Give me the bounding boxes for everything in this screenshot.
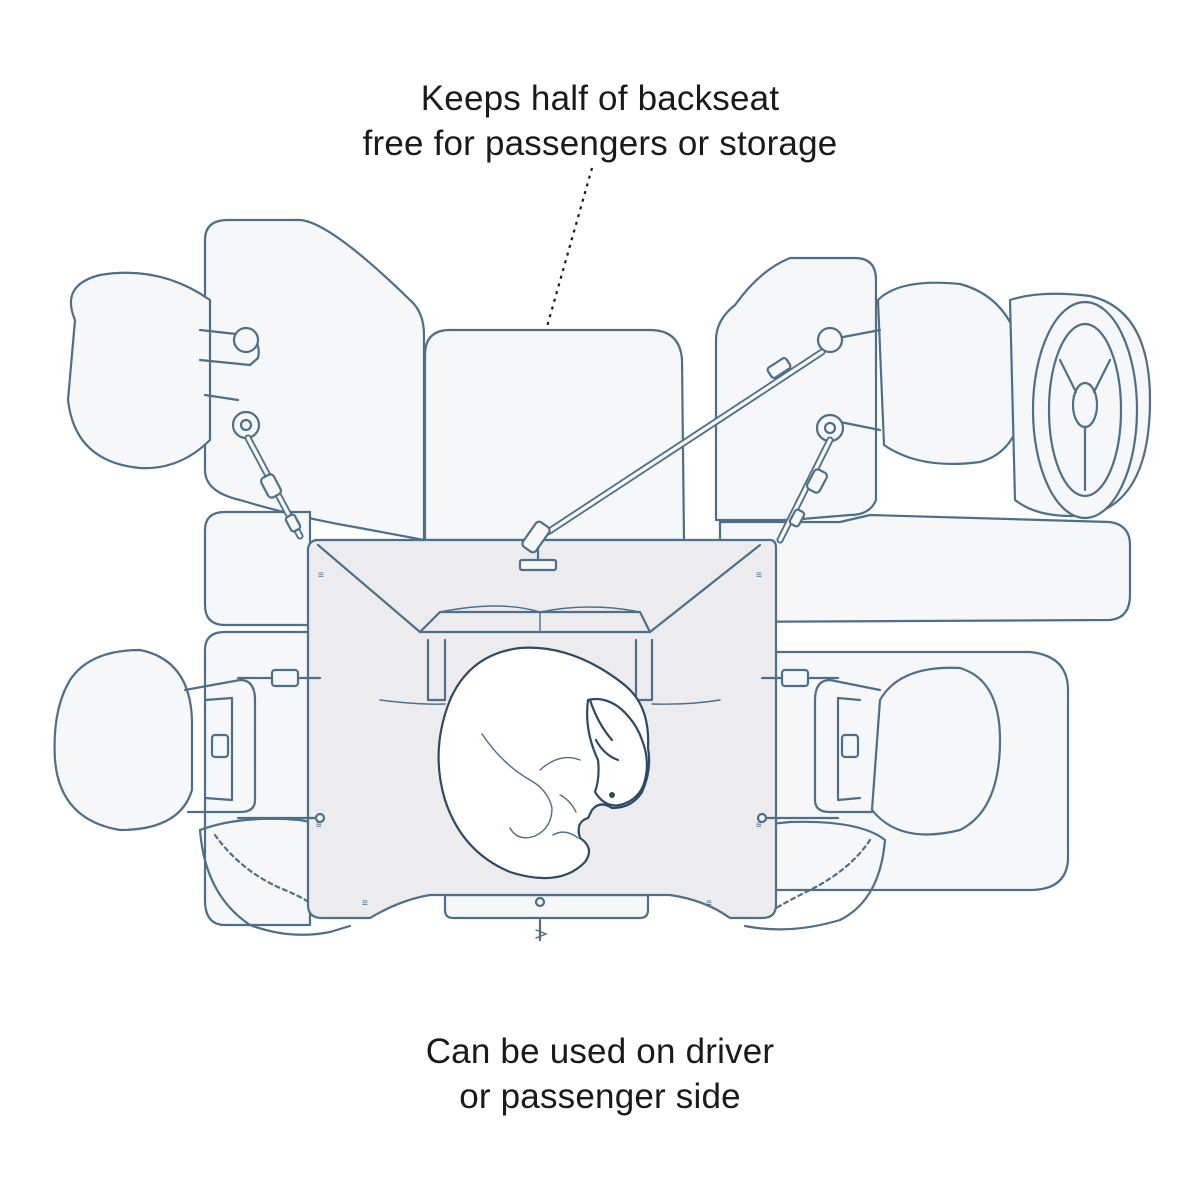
side-flap-right	[743, 820, 887, 931]
side-clips	[236, 668, 840, 942]
top-caption: Keeps half of backseat free for passenge…	[0, 76, 1200, 166]
top-caption-line-1: Keeps half of backseat	[420, 79, 780, 118]
bottom-caption: Can be used on driver or passenger side	[0, 1029, 1200, 1119]
right-front-headrest	[876, 281, 1027, 466]
bottom-caption-line-1: Can be used on driver	[425, 1032, 775, 1071]
svg-text:≡: ≡	[362, 898, 368, 909]
cover-bottom-pocket	[443, 893, 650, 920]
steering-wheel-icon	[1008, 292, 1152, 520]
svg-text:≡: ≡	[756, 820, 762, 831]
left-front-headrest	[66, 271, 212, 470]
backseat-free-half	[423, 328, 686, 542]
top-caption-line-2: free for passengers or storage	[362, 124, 838, 163]
svg-text:≡: ≡	[706, 898, 712, 909]
right-front-seat	[714, 256, 1027, 522]
sleeping-dog-illustration	[437, 646, 651, 880]
left-front-seat	[66, 218, 426, 542]
svg-text:≡: ≡	[318, 570, 324, 581]
headrest-straps	[244, 348, 834, 572]
rear-right-headrest	[813, 666, 1002, 836]
svg-text:≡: ≡	[316, 820, 322, 831]
bottom-caption-line-2: or passenger side	[459, 1077, 741, 1116]
svg-text:≡: ≡	[756, 570, 762, 581]
rear-left-headrest	[53, 648, 257, 832]
backseat-left-bench	[203, 510, 312, 927]
